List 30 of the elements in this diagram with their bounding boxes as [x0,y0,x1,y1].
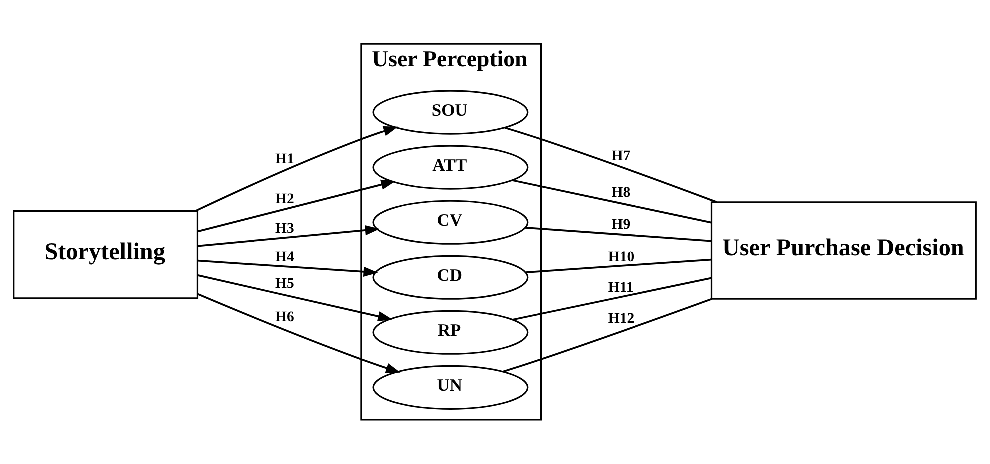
connector [512,180,712,224]
connector [504,127,718,204]
node-box: User Purchase Decision [710,202,977,300]
arrow [198,225,380,248]
arrow [198,294,401,374]
edge-label: H3 [276,221,294,238]
arrow [198,180,396,233]
edge-label: H4 [276,249,294,266]
edge-label: H2 [276,192,294,208]
edge-label: H9 [612,217,631,234]
connector [503,298,712,373]
edge-label: H6 [276,310,294,326]
edge-label: H11 [608,280,634,296]
arrow [198,274,393,322]
arrow [196,126,398,212]
node-box: Storytelling [13,210,199,300]
edge-label: H1 [276,151,294,168]
connector [526,258,712,274]
node-ellipse: CV [372,200,529,245]
node-ellipse: CD [372,255,529,300]
edge-label: H7 [612,148,631,165]
edge-label: H5 [276,276,294,292]
edge-label: H10 [608,249,635,266]
arrow [198,260,378,277]
connector [525,226,712,242]
connector [512,277,712,321]
edge-label: H8 [612,184,631,201]
node-ellipse: UN [372,365,529,410]
edge-label: H12 [608,310,635,327]
node-ellipse: SOU [372,90,529,135]
